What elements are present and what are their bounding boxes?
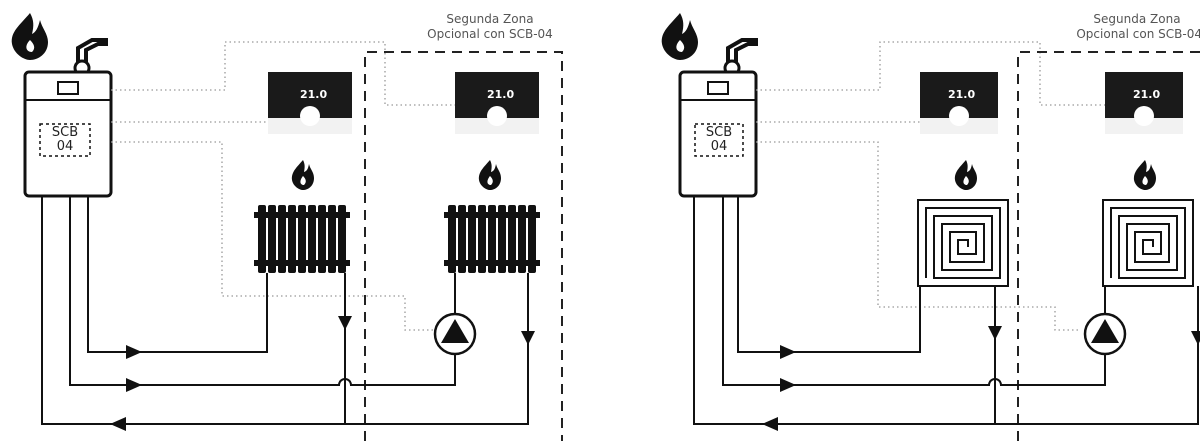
flame-icon (1133, 160, 1156, 190)
underfloor-heating-icon (917, 199, 1009, 287)
zone-label: Segunda Zona Opcional con SCB-04 (420, 12, 560, 42)
thermostat-icon: 21.0 (920, 72, 998, 134)
flame-icon (954, 160, 977, 190)
flow-arrow-icon (110, 316, 535, 431)
second-zone-boundary (364, 51, 563, 441)
flame-icon (661, 13, 698, 60)
flue-pipe (76, 38, 108, 70)
flue-pipe (726, 38, 758, 70)
control-wiring (111, 41, 455, 331)
flame-icon (291, 160, 314, 190)
scb-label: SCB 04 (696, 126, 742, 154)
diagram-underfloor: 21.0 21.0 (650, 0, 1200, 441)
thermostat-icon: 21.0 (455, 72, 539, 134)
scb-label-line2: 04 (56, 139, 74, 154)
thermostat-reading: 21.0 (1133, 88, 1160, 101)
thermostat-reading: 21.0 (300, 88, 327, 101)
zone-label-line1: Segunda Zona (1093, 12, 1181, 26)
boiler-icon (678, 70, 758, 198)
scb-module (39, 123, 91, 157)
boiler-icon (23, 70, 113, 198)
schematic-underfloor: 21.0 21.0 (661, 13, 1200, 441)
second-zone-boundary (1017, 51, 1200, 441)
scb-label-line2: 04 (710, 139, 728, 154)
underfloor-heating-icon (1102, 199, 1194, 287)
flame-icon (478, 160, 501, 190)
radiator-icon (254, 205, 350, 273)
pump-icon (433, 312, 477, 356)
diagram-radiators: 21.0 21.0 (0, 0, 580, 441)
scb-label: SCB 04 (42, 126, 88, 154)
thermostat-icon: 21.0 (1105, 72, 1183, 134)
zone-label: Segunda Zona Opcional con SCB-04 (1072, 12, 1200, 42)
schematic-radiators: 21.0 21.0 (11, 13, 563, 441)
piping (693, 196, 1199, 425)
radiator-icon (444, 205, 540, 273)
piping (41, 196, 529, 425)
thermostat-reading: 21.0 (948, 88, 975, 101)
zone-label-line1: Segunda Zona (446, 12, 534, 26)
scb-module (694, 123, 744, 157)
flame-icon (11, 13, 48, 60)
pump-icon (1083, 312, 1127, 356)
scb-label-line1: SCB (51, 125, 79, 140)
flow-arrow-icon (762, 326, 1200, 431)
control-wiring (756, 41, 1105, 331)
zone-label-line2: Opcional con SCB-04 (1076, 27, 1200, 41)
thermostat-icon: 21.0 (268, 72, 352, 134)
zone-label-line2: Opcional con SCB-04 (427, 27, 553, 41)
scb-label-line1: SCB (705, 125, 733, 140)
thermostat-reading: 21.0 (487, 88, 514, 101)
